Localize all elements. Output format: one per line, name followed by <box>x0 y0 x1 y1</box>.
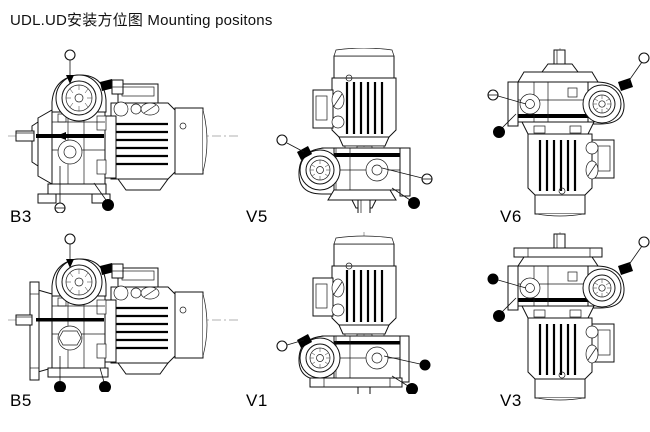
callout-breather-plug <box>276 339 305 352</box>
callout-oil-level-plug <box>487 89 527 105</box>
callout-breather-plug <box>627 236 650 267</box>
motor-assembly <box>312 235 397 342</box>
callout-oil-level-plug <box>381 167 433 185</box>
callout-oil-level-plug <box>487 273 527 289</box>
figure-b5 <box>8 232 238 392</box>
callout-breather-plug <box>64 233 76 268</box>
figure-v5 <box>272 48 457 213</box>
figure-v5-drawing <box>276 48 433 213</box>
callout-drain-plug <box>99 367 111 392</box>
variator-gearbox-assembly <box>297 146 411 213</box>
figure-v3 <box>482 232 650 402</box>
motor-assembly <box>110 83 208 191</box>
callout-oil-level-plug <box>54 166 66 213</box>
variator-gearbox-assembly <box>15 281 117 381</box>
variator-gearbox-assembly <box>507 233 633 319</box>
callout-drain-plug <box>493 297 517 322</box>
callout-drain-plug <box>391 375 418 394</box>
label-v6: V6 <box>500 207 522 226</box>
variator-gearbox-assembly <box>15 109 117 204</box>
figure-b3-drawing <box>8 49 238 213</box>
page-title: UDL.UD安装方位图 Mounting positons <box>10 12 273 29</box>
figure-v3-drawing <box>487 232 650 402</box>
figure-v1-drawing <box>276 232 431 394</box>
callout-drain-plug <box>93 182 114 211</box>
variator-gearbox-assembly <box>297 334 410 394</box>
variator-gearbox-assembly <box>507 49 633 135</box>
callout-oil-level-plug <box>54 356 66 392</box>
label-b5: B5 <box>10 391 32 410</box>
figure-b5-drawing <box>8 233 238 392</box>
speed-adjust-dial <box>51 74 124 122</box>
motor-assembly <box>527 133 615 217</box>
motor-assembly <box>527 317 615 401</box>
speed-adjust-dial <box>51 258 124 306</box>
figure-v6 <box>482 48 650 218</box>
label-v1: V1 <box>246 391 268 410</box>
label-v5: V5 <box>246 207 268 226</box>
callout-drain-plug <box>391 187 420 209</box>
label-b3: B3 <box>10 207 32 226</box>
figure-v1 <box>272 232 457 394</box>
motor-assembly <box>312 48 397 154</box>
callout-breather-plug <box>64 49 76 84</box>
callout-breather-plug <box>276 134 305 153</box>
callout-oil-level-plug <box>383 355 431 371</box>
label-v3: V3 <box>500 391 522 410</box>
callout-drain-plug <box>493 113 517 138</box>
figure-v6-drawing <box>487 48 650 218</box>
figure-b3 <box>8 48 238 213</box>
callout-breather-plug <box>627 52 650 83</box>
motor-assembly <box>110 267 208 375</box>
